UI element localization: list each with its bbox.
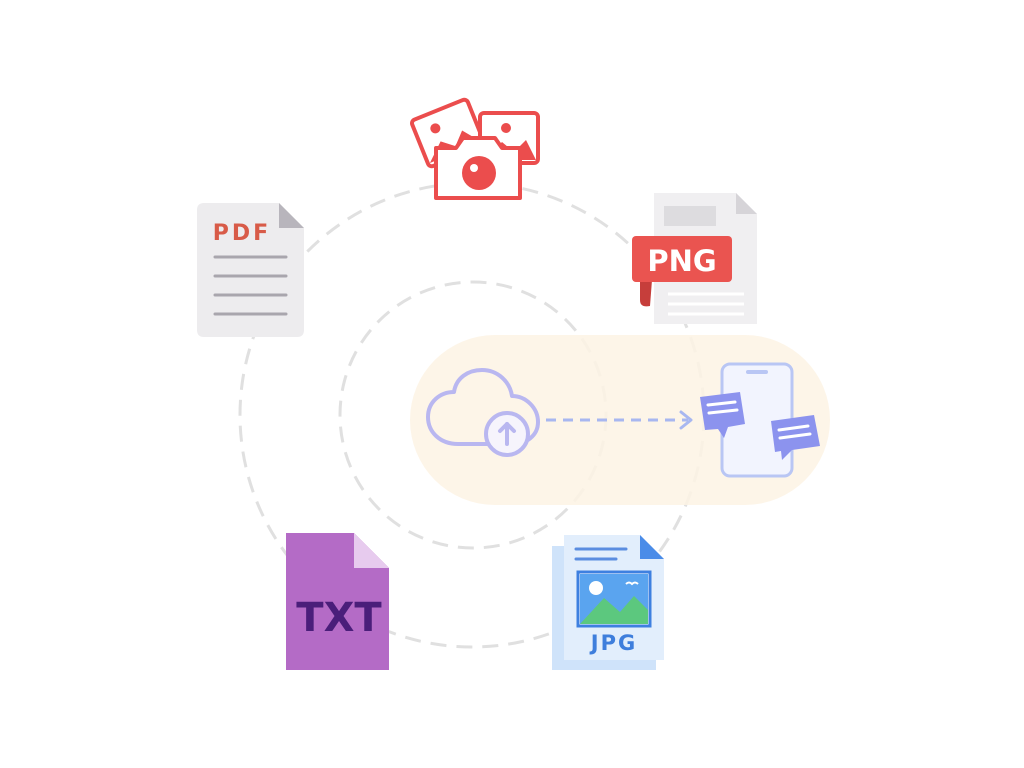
- pdf-label: PDF: [213, 221, 271, 246]
- jpg-file-icon: JPG: [552, 535, 664, 670]
- jpg-label: JPG: [589, 631, 637, 655]
- pdf-file-icon: PDF: [197, 203, 304, 337]
- camera-photos-icon: [410, 97, 540, 200]
- png-file-icon: PNG: [632, 193, 757, 324]
- chat-bubble-icon: [700, 392, 745, 438]
- phone-chat-icon: [700, 362, 820, 478]
- transfer-arrow: [546, 410, 693, 430]
- chat-bubble-icon: [771, 415, 820, 460]
- cloud-upload-icon: [426, 368, 540, 457]
- txt-file-icon: TXT: [286, 533, 389, 670]
- png-label: PNG: [647, 244, 716, 278]
- txt-label: TXT: [296, 595, 382, 641]
